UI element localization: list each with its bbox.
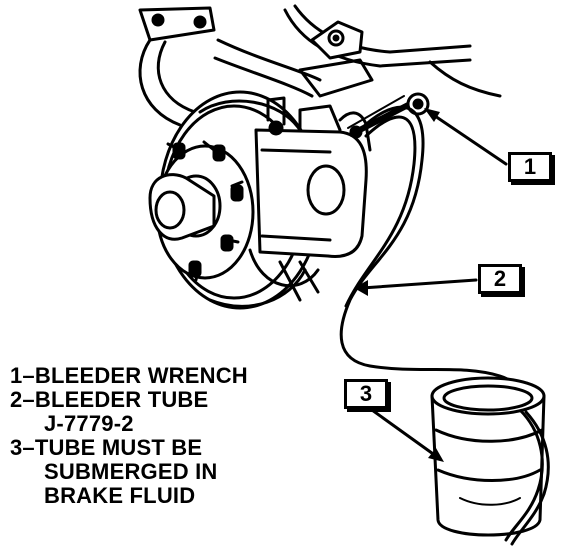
parts-legend: 1–BLEEDER WRENCH 2–BLEEDER TUBE J-7779-2… xyxy=(10,364,320,508)
legend-item-bleeder-wrench: 1–BLEEDER WRENCH xyxy=(10,363,248,388)
brake-fluid-jar xyxy=(430,376,546,537)
leader-lines xyxy=(360,112,508,458)
leader-arrowheads xyxy=(354,108,444,462)
legend-item-brake-fluid: BRAKE FLUID xyxy=(44,483,196,508)
callout-2-label: 2 xyxy=(478,264,522,294)
callout-1-label: 1 xyxy=(508,152,552,182)
legend-item-tube-submerged-cont: SUBMERGED IN xyxy=(44,459,218,484)
legend-tube-part-number: J-7779-2 xyxy=(44,411,134,436)
legend-item-bleeder-tube: 2–BLEEDER TUBE xyxy=(10,387,209,412)
suspension-frame xyxy=(138,4,502,127)
wheel-hub xyxy=(148,140,255,282)
callout-3-label: 3 xyxy=(344,379,388,409)
legend-item-tube-submerged: 3–TUBE MUST BE xyxy=(10,435,203,460)
